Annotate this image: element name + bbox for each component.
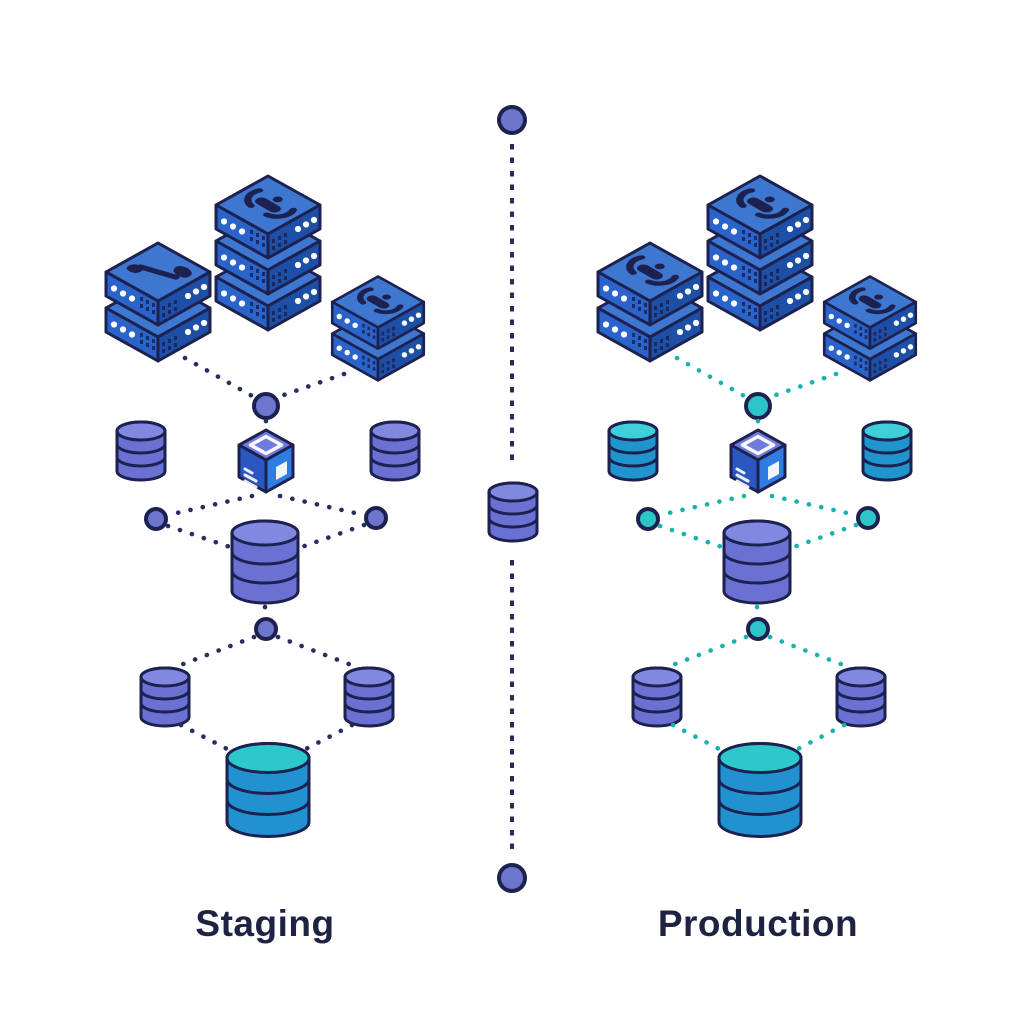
server-stack bbox=[106, 243, 210, 361]
server-stack bbox=[824, 276, 916, 380]
divider-bottom-node bbox=[497, 863, 527, 893]
environment-divider bbox=[487, 105, 539, 893]
divider-top-node bbox=[497, 105, 527, 135]
server-stack bbox=[598, 243, 702, 361]
production-label: Production bbox=[658, 903, 858, 944]
server-stack bbox=[708, 176, 812, 330]
production-environment bbox=[598, 176, 916, 836]
staging-environment bbox=[106, 176, 424, 836]
divider-database-icon bbox=[487, 481, 539, 543]
server-stack bbox=[216, 176, 320, 330]
server-stack bbox=[332, 276, 424, 380]
staging-label: Staging bbox=[195, 903, 334, 944]
